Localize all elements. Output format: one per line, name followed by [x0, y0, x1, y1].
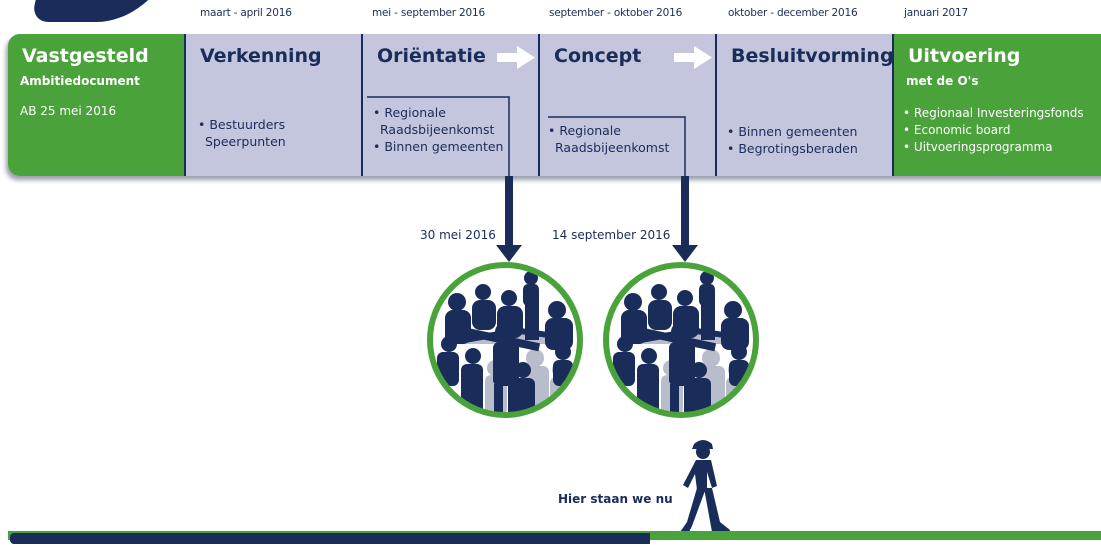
bullet-item: • Binnen gemeenten — [727, 124, 858, 139]
date-verkenning: maart - april 2016 — [200, 7, 292, 19]
arrow-right-icon — [674, 46, 712, 69]
phase-bullets: • Regionale Raadsbijeenkomst • Binnen ge… — [373, 104, 503, 155]
arrow-down-icon — [496, 176, 522, 262]
date-orientatie: mei - september 2016 — [372, 7, 485, 19]
bullet-item: • Bestuurders — [198, 117, 286, 132]
phase-title: Oriëntatie — [377, 45, 486, 67]
date-besluitvorming: oktober - december 2016 — [728, 7, 858, 19]
phase-title: Concept — [554, 45, 642, 67]
meeting-illustration-icon — [603, 262, 759, 418]
bullet-item: Raadsbijeenkomst — [555, 140, 670, 155]
meeting-illustration-icon — [427, 262, 583, 418]
bullet-item: Speerpunten — [205, 134, 286, 149]
bullet-item: • Regionaal Investeringsfonds — [903, 106, 1084, 120]
bullet-item: • Uitvoeringsprogramma — [903, 140, 1053, 154]
phase-besluitvorming: Besluitvorming • Binnen gemeenten • Begr… — [717, 34, 894, 176]
phase-verkenning: Verkenning • Bestuurders Speerpunten — [186, 34, 363, 176]
date-concept: september - oktober 2016 — [549, 7, 683, 19]
meeting-date-2: 14 september 2016 — [552, 228, 671, 242]
phase-title: Vastgesteld — [22, 45, 149, 67]
meeting-date-1: 30 mei 2016 — [420, 228, 496, 242]
phase-title: Verkenning — [200, 45, 322, 67]
phase-subtitle: Ambitiedocument — [20, 74, 140, 88]
progress-bar — [10, 533, 650, 544]
phase-note: AB 25 mei 2016 — [20, 104, 117, 118]
phase-title: Besluitvorming — [731, 45, 894, 67]
bullet-item: • Economic board — [903, 123, 1011, 137]
bullet-item: • Binnen gemeenten — [373, 139, 504, 154]
bullet-item: • Regionale — [373, 105, 446, 120]
walking-worker-icon — [676, 440, 730, 538]
phase-bullets: • Bestuurders Speerpunten — [198, 116, 286, 150]
phase-title: Uitvoering — [908, 45, 1021, 67]
phase-uitvoering: Uitvoering met de O's • Regionaal Invest… — [894, 34, 1101, 176]
current-position-label: Hier staan we nu — [558, 492, 673, 506]
bullet-item: • Begrotingsberaden — [727, 141, 858, 156]
phase-bullets: • Binnen gemeenten • Begrotingsberaden — [727, 123, 858, 157]
phase-subtitle: met de O's — [906, 74, 979, 88]
phase-bullets: • Regionale Raadsbijeenkomst — [548, 122, 669, 156]
arrow-down-icon — [672, 176, 698, 262]
phase-vastgesteld: Vastgesteld Ambitiedocument AB 25 mei 20… — [8, 34, 186, 176]
date-uitvoering: januari 2017 — [904, 7, 968, 19]
arrow-right-icon — [497, 46, 535, 69]
bullet-item: • Regionale — [548, 123, 621, 138]
phase-bullets: • Regionaal Investeringsfonds • Economic… — [903, 105, 1084, 156]
bullet-item: Raadsbijeenkomst — [380, 122, 495, 137]
